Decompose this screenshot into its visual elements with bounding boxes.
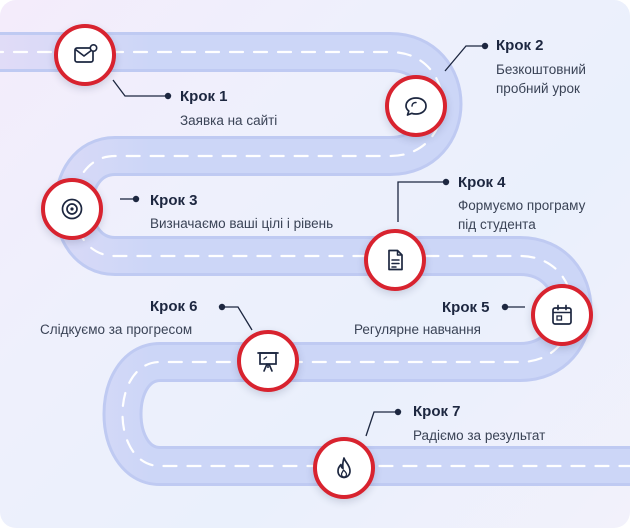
step-5-description: Регулярне навчання	[354, 322, 481, 337]
step-1-marker	[54, 24, 116, 86]
step-4-title: Крок 4	[458, 174, 506, 191]
step-2-description: Безкоштовний пробний урок	[496, 60, 586, 98]
connector-step-6	[222, 306, 253, 331]
step-2-description-line-1: Безкоштовний	[496, 62, 586, 77]
connector-dot-step-6	[218, 303, 226, 311]
step-5-title: Крок 5	[442, 299, 490, 316]
step-2-title: Крок 2	[496, 37, 544, 54]
step-6-title: Крок 6	[150, 298, 198, 315]
calendar-icon	[552, 304, 572, 325]
step-4-marker	[364, 229, 426, 291]
connector-dot-step-2	[481, 42, 489, 50]
step-7-marker	[313, 437, 375, 499]
step-6-description: Слідкуємо за прогресом	[40, 322, 193, 337]
connector-step-1	[112, 79, 168, 97]
step-3-title: Крок 3	[150, 192, 198, 209]
step-3-marker	[41, 178, 103, 240]
flame-icon	[337, 457, 351, 479]
step-2-marker	[385, 75, 447, 137]
connector-dot-step-3	[132, 195, 140, 203]
step-7-title: Крок 7	[413, 403, 461, 420]
connector-step-2	[444, 45, 485, 72]
step-6-marker	[237, 330, 299, 392]
target-icon	[61, 198, 83, 220]
chat-bubbles-icon	[405, 97, 427, 116]
connector-dot-step-1	[164, 92, 172, 100]
step-4-description-line-2: під студента	[458, 217, 536, 232]
connector-dot-step-7	[394, 408, 402, 416]
step-3-description: Визначаємо ваші цілі і рівень	[150, 216, 334, 231]
step-1-title: Крок 1	[180, 88, 228, 105]
connector-step-7	[365, 411, 398, 437]
step-5-marker	[531, 284, 593, 346]
step-2-description-line-2: пробний урок	[496, 81, 580, 96]
step-1-description: Заявка на сайті	[180, 113, 278, 128]
step-4-description: Формуємо програму під студента	[458, 196, 585, 234]
step-4-description-line-1: Формуємо програму	[458, 198, 586, 213]
step-7-description: Радіємо за результат	[413, 428, 546, 443]
connector-dot-step-5	[501, 303, 509, 311]
connector-step-4	[397, 181, 446, 222]
document-icon	[388, 249, 403, 271]
envelope-icon	[74, 43, 98, 63]
connector-dot-step-4	[442, 178, 450, 186]
presentation-board-icon	[257, 352, 279, 372]
